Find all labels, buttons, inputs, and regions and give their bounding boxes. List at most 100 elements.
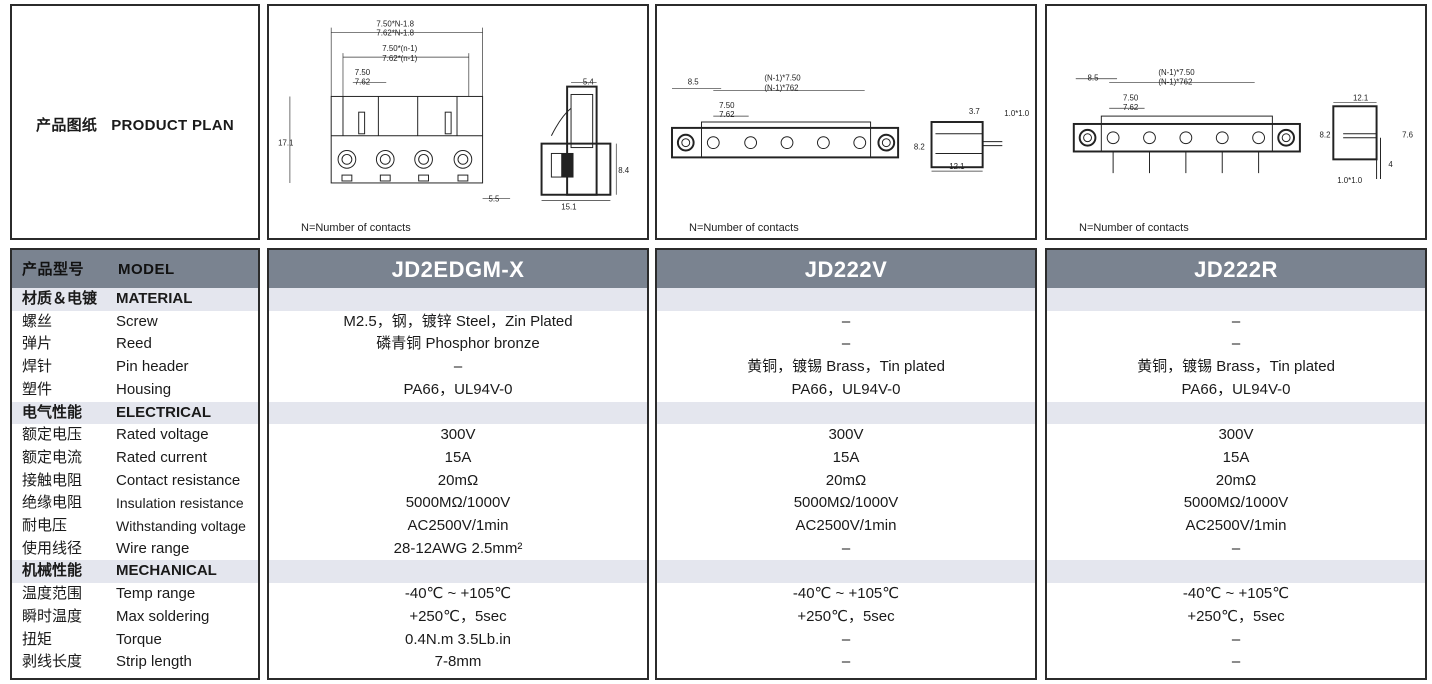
section-band (1047, 288, 1425, 311)
spec-value-row: 15A (1047, 447, 1425, 470)
spec-value: AC2500V/1min (795, 517, 897, 534)
spec-label-en: Reed (116, 335, 152, 353)
spec-value: – (1231, 539, 1241, 557)
dim-side-b: 8.2 (914, 143, 925, 152)
spec-value: 黄铜，镀锡 Brass，Tin plated (1137, 358, 1335, 376)
spec-value-row: +250℃，5sec (269, 606, 647, 629)
spec-label-en: ELECTRICAL (116, 403, 211, 421)
spec-value-row: – (657, 651, 1035, 674)
spec-value: 20mΩ (437, 471, 479, 489)
dim-side-width: 15.1 (561, 202, 576, 211)
spec-value: -40℃ ~ +105℃ (404, 585, 512, 603)
spec-label-cn: 弹片 (22, 335, 53, 353)
spec-value-row: 5000MΩ/1000V (1047, 492, 1425, 515)
dim-side-c: 7.6 (1402, 131, 1414, 140)
spec-value: 15A (444, 448, 472, 466)
drawing-panel-1: 7.50*N-1.8 7.62*N-1.8 7.50*(n-1) 7.62*(n… (267, 4, 649, 240)
spec-label-cn: 接触电阻 (22, 471, 83, 489)
dim-pitch-b: 7.62 (719, 110, 734, 119)
spec-value: – (841, 335, 851, 353)
spec-value-row: 5000MΩ/1000V (657, 492, 1035, 515)
dim-span-a: (N-1)*7.50 (1158, 68, 1195, 77)
spec-label-en: MATERIAL (116, 290, 193, 307)
spec-value: – (453, 358, 463, 376)
spec-value-row: 黄铜，镀锡 Brass，Tin plated (657, 356, 1035, 379)
section-label-row: 电气性能 ELECTRICAL (12, 401, 258, 425)
spec-label-row: 塑件 Housing (12, 379, 258, 402)
spec-label-en: Insulation resistance (116, 495, 244, 512)
contacts-note-1: N=Number of contacts (301, 222, 411, 234)
spec-value: PA66，UL94V-0 (1181, 380, 1291, 398)
spec-value: – (841, 539, 851, 557)
spec-value: 5000MΩ/1000V (405, 494, 511, 512)
dim-side-a: 12.1 (1353, 93, 1368, 102)
dim-pitch-b: 7.62 (1123, 103, 1138, 112)
dim-pitch-a: 7.50 (719, 101, 735, 110)
spec-value-row: – (1047, 538, 1425, 561)
spec-value-row: – (657, 629, 1035, 652)
spec-label-row: 弹片 Reed (12, 333, 258, 356)
spec-value-row: 300V (1047, 424, 1425, 447)
spec-label-cn: 温度范围 (22, 585, 83, 603)
model-label-cn: 产品型号 (22, 261, 85, 278)
spec-value: 15A (832, 448, 860, 466)
drawing-panel-2: 8.5 (N-1)*7.50 (N-1)*762 7.50 7.62 3.7 8… (655, 4, 1037, 240)
spec-value: 5000MΩ/1000V (1183, 494, 1289, 512)
dim-pitch-b: 7.62 (355, 78, 370, 87)
spec-value: – (1231, 653, 1241, 671)
dim-side-c: 12.1 (949, 162, 964, 171)
spec-label-en: Contact resistance (116, 471, 241, 489)
dim-pitch-a: 7.50 (355, 68, 371, 77)
spec-label-cn: 扭矩 (22, 630, 53, 648)
spec-value-row: – (657, 333, 1035, 356)
spec-value-row: – (1047, 311, 1425, 334)
spec-value: 300V (828, 426, 864, 444)
dim-side-a: 3.7 (969, 107, 980, 116)
spec-value-row: AC2500V/1min (269, 515, 647, 538)
dim-left: 8.5 (1088, 74, 1100, 83)
model-name: JD222V (657, 250, 1035, 290)
spec-label-en: Withstanding voltage (116, 518, 246, 534)
spec-label-en: Rated voltage (116, 426, 209, 444)
spec-value-row: 15A (657, 447, 1035, 470)
spec-label-en: Rated current (116, 448, 207, 466)
spec-value: 300V (1218, 426, 1254, 444)
spec-label-cn: 塑件 (22, 380, 53, 398)
spec-value: 磷青铜 Phosphor bronze (376, 335, 540, 353)
dim-side-b: 8.2 (1320, 131, 1331, 140)
spec-value-row: PA66，UL94V-0 (269, 379, 647, 402)
spec-value: 5000MΩ/1000V (793, 494, 899, 512)
dim-span-b: (N-1)*762 (764, 84, 798, 93)
section-band (1047, 560, 1425, 584)
model-header: 产品型号 MODEL (12, 250, 258, 290)
spec-value-row: 300V (657, 424, 1035, 447)
dim-side-top: 5.4 (583, 78, 595, 87)
spec-value: +250℃，5sec (1187, 607, 1285, 625)
spec-label-cn: 瞬时温度 (22, 607, 83, 625)
technical-drawing-3: 8.5 (N-1)*7.50 (N-1)*762 7.50 7.62 12.1 … (1072, 68, 1414, 185)
spec-label-en: Screw (116, 312, 158, 330)
dim-height: 17.1 (278, 139, 293, 148)
spec-label-en: Housing (116, 380, 172, 398)
spec-label-cn: 焊针 (22, 358, 53, 376)
spec-label-cn: 电气性能 (22, 403, 83, 421)
spec-value: 20mΩ (825, 471, 867, 489)
section-band (269, 560, 647, 584)
spec-value-row: 0.4N.m 3.5Lb.in (269, 629, 647, 652)
spec-value-row: M2.5，钢，镀锌 Steel，Zin Plated (269, 311, 647, 334)
spec-value-row: – (657, 311, 1035, 334)
spec-value-row: 15A (269, 447, 647, 470)
spec-value: AC2500V/1min (1185, 517, 1287, 534)
spec-value-row: PA66，UL94V-0 (657, 379, 1035, 402)
contacts-note-2: N=Number of contacts (689, 222, 799, 234)
spec-value-row: – (269, 356, 647, 379)
